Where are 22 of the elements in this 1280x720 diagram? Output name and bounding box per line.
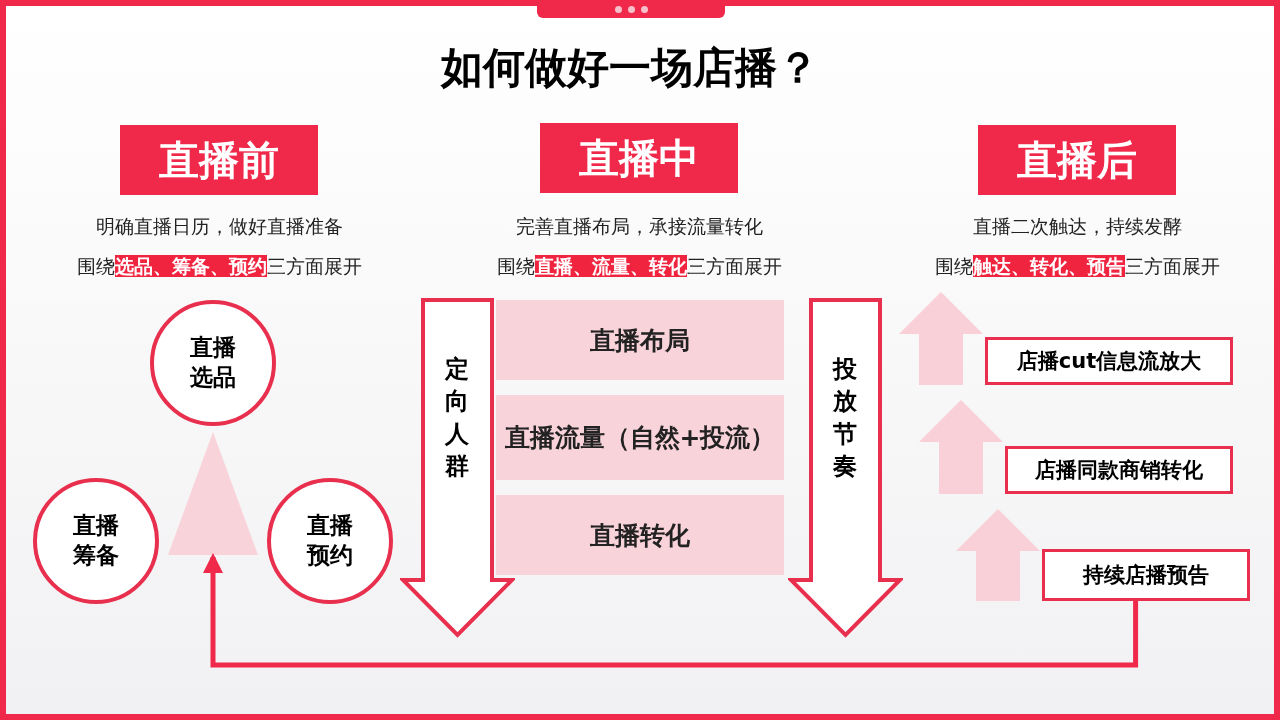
subtitle-text: 明确直播日历，做好直播准备 — [94, 214, 344, 239]
stage-band: 直播流量（自然+投流） — [496, 395, 784, 480]
block-arrow — [899, 292, 983, 385]
down-arrow: 投放节奏 — [788, 298, 903, 638]
step-box: 店播cut信息流放大 — [985, 337, 1233, 385]
step-box: 店播同款商销转化 — [1005, 446, 1233, 494]
triangle-shape — [168, 432, 258, 555]
stage-banner: 直播后 — [978, 125, 1176, 195]
block-arrow — [919, 400, 1003, 494]
circle-node: 直播选品 — [150, 300, 276, 426]
subtitle-text: 完善直播布局，承接流量转化 — [514, 214, 764, 239]
stage-band: 直播布局 — [496, 300, 784, 380]
title: 如何做好一场店播？ — [439, 42, 820, 94]
step-box: 持续店播预告 — [1042, 549, 1250, 601]
circle-node: 直播预约 — [267, 478, 393, 604]
stage-banner: 直播前 — [120, 125, 318, 195]
stage-banner: 直播中 — [540, 123, 738, 193]
block-arrow — [956, 509, 1040, 601]
circle-node: 直播筹备 — [33, 478, 159, 604]
arrow — [203, 553, 1139, 668]
subtitle-text: 直播二次触达，持续发酵 — [971, 214, 1183, 239]
stage-band: 直播转化 — [496, 495, 784, 575]
